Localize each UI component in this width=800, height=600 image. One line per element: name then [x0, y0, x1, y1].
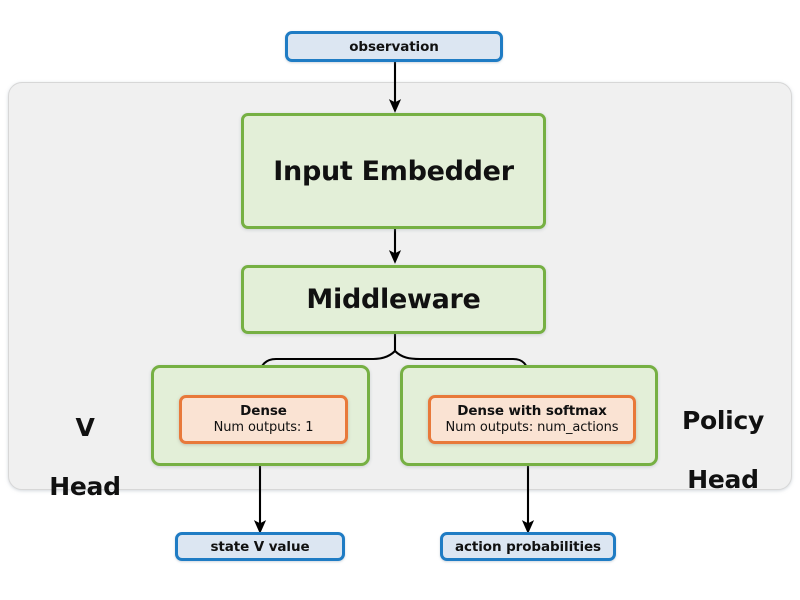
caption-v-head-line2: Head: [49, 471, 121, 501]
node-input-embedder-label: Input Embedder: [273, 155, 514, 187]
group-v-head[interactable]: Dense Num outputs: 1: [151, 365, 370, 466]
node-observation[interactable]: observation: [285, 31, 503, 62]
caption-policy-head: Policy Head: [663, 376, 783, 524]
node-v-head-dense-title: Dense: [240, 402, 287, 419]
caption-v-head-line1: V: [75, 412, 95, 442]
node-middleware-label: Middleware: [306, 284, 481, 315]
node-policy-head-dense-title: Dense with softmax: [457, 402, 607, 419]
node-input-embedder[interactable]: Input Embedder: [241, 113, 546, 229]
node-observation-label: observation: [349, 38, 439, 55]
node-v-head-dense[interactable]: Dense Num outputs: 1: [179, 395, 348, 444]
node-action-probabilities-label: action probabilities: [455, 538, 601, 555]
node-policy-head-dense-subtitle: Num outputs: num_actions: [445, 419, 619, 435]
caption-policy-head-line1: Policy: [682, 405, 764, 435]
group-policy-head[interactable]: Dense with softmax Num outputs: num_acti…: [400, 365, 658, 466]
node-policy-head-dense[interactable]: Dense with softmax Num outputs: num_acti…: [428, 395, 636, 444]
node-v-head-dense-subtitle: Num outputs: 1: [213, 419, 314, 435]
caption-policy-head-line2: Head: [687, 464, 759, 494]
node-state-v-value[interactable]: state V value: [175, 532, 345, 561]
caption-v-head: V Head: [30, 383, 140, 531]
node-middleware[interactable]: Middleware: [241, 265, 546, 334]
node-state-v-value-label: state V value: [210, 538, 310, 555]
node-action-probabilities[interactable]: action probabilities: [440, 532, 616, 561]
